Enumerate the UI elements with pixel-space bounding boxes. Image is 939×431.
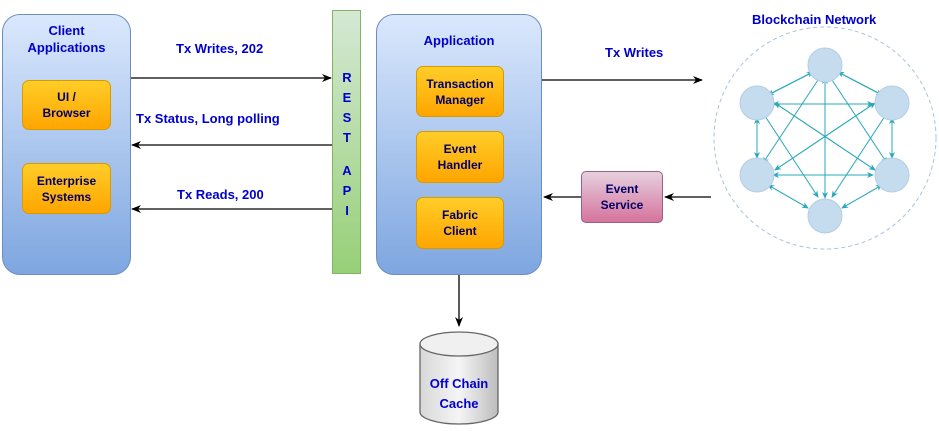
application-title: Application	[423, 33, 495, 48]
event-service-box[interactable]: Event Service	[581, 171, 663, 223]
transaction-manager-line2: Manager	[435, 92, 485, 107]
rest-api-letter-p: P	[342, 183, 352, 198]
client-applications-title: Client Applications	[2, 22, 131, 56]
event-handler-line2: Handler	[437, 158, 483, 172]
client-title-line1: Client	[48, 23, 85, 38]
blockchain-nodes	[739, 47, 910, 234]
ui-browser-line2: Browser	[42, 106, 91, 120]
rest-api-letter-s: S	[342, 110, 352, 125]
event-handler-box[interactable]: Event Handler	[416, 131, 504, 183]
node-lower-left	[739, 157, 775, 193]
node-bottom	[807, 198, 843, 234]
node-lower-right	[874, 157, 910, 193]
enterprise-systems-box[interactable]: Enterprise Systems	[22, 163, 111, 214]
enterprise-line1: Enterprise	[36, 173, 97, 188]
ui-browser-line1: UI /	[57, 90, 76, 104]
node-top	[807, 47, 843, 83]
tx-status-label: Tx Status, Long polling	[136, 111, 280, 126]
fabric-client-line2: Client	[443, 224, 477, 238]
tx-writes-label: Tx Writes	[605, 45, 664, 60]
event-service-line1: Event	[605, 182, 639, 196]
node-upper-right	[874, 85, 910, 121]
transaction-manager-line1: Transaction	[426, 76, 494, 91]
cache-line2: Cache	[439, 396, 479, 411]
event-handler-line1: Event	[443, 142, 477, 156]
blockchain-network-title: Blockchain Network	[752, 12, 877, 27]
client-title-line2: Applications	[27, 40, 106, 55]
rest-api-bar[interactable]	[332, 10, 361, 274]
client-applications-container	[2, 14, 131, 275]
cache-line1: Off Chain	[429, 376, 489, 391]
blockchain-mesh	[754, 71, 895, 209]
rest-api-letter-t: T	[343, 130, 351, 145]
rest-api-letter-i: I	[345, 203, 349, 218]
rest-api-letter-e: E	[342, 90, 352, 105]
tx-writes-202-label: Tx Writes, 202	[176, 41, 264, 56]
fabric-client-line1: Fabric	[441, 208, 478, 222]
off-chain-cache-label: Off Chain Cache	[418, 374, 500, 414]
event-service-line2: Service	[600, 198, 644, 212]
ui-browser-box[interactable]: UI / Browser	[22, 80, 111, 130]
tx-reads-200-label: Tx Reads, 200	[177, 187, 264, 202]
enterprise-line2: Systems	[41, 189, 92, 204]
rest-api-letter-a: A	[342, 163, 352, 178]
fabric-client-box[interactable]: Fabric Client	[416, 197, 504, 249]
rest-api-letter-r: R	[342, 70, 352, 85]
transaction-manager-box[interactable]: Transaction Manager	[416, 66, 504, 117]
node-upper-left	[739, 85, 775, 121]
off-chain-cache-database	[419, 331, 499, 425]
